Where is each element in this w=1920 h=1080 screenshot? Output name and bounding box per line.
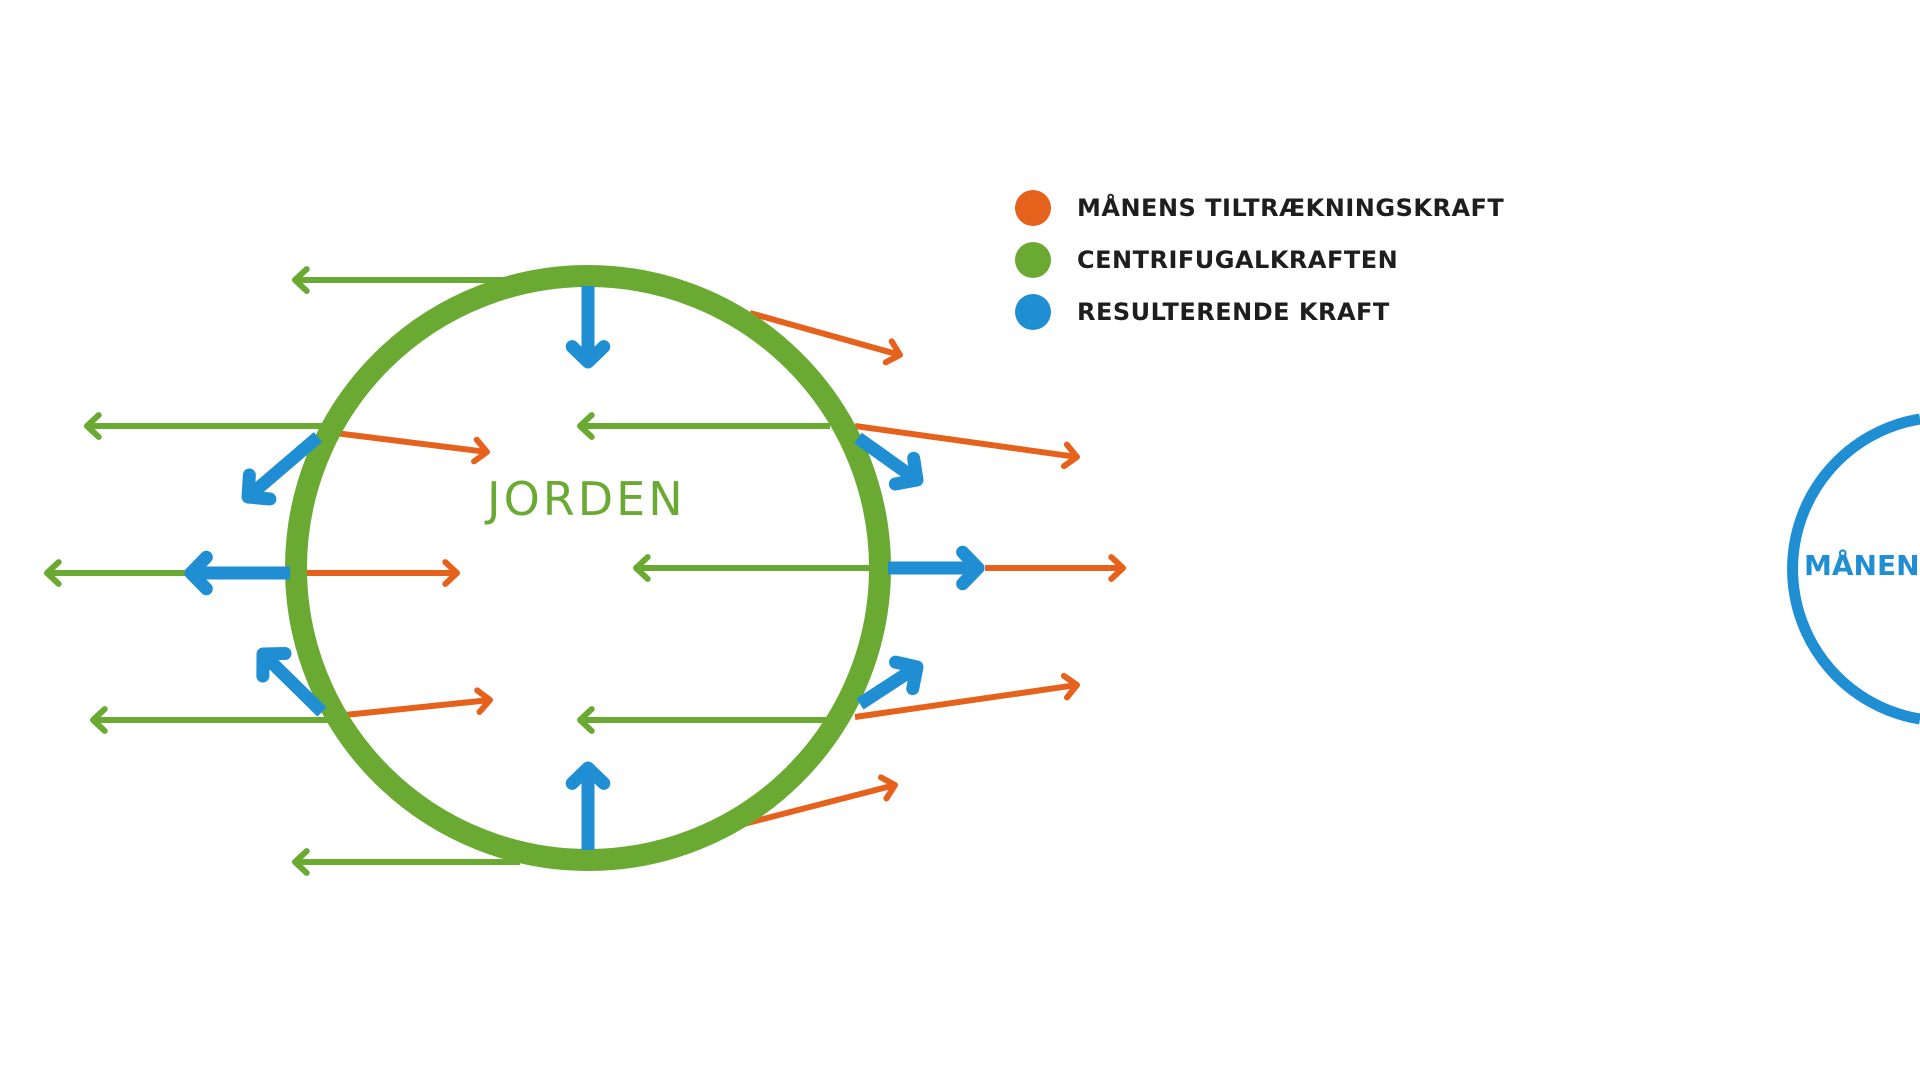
moon-partial-circle xyxy=(1787,413,1920,725)
resultant-force-arrow xyxy=(856,655,924,710)
resultant-force-arrow xyxy=(854,432,924,491)
moon-attraction-arrow xyxy=(854,672,1080,720)
earth-label: JORDEN xyxy=(487,472,686,526)
centrifugal-force-arrow xyxy=(44,559,200,587)
legend-item-moon-pull: MÅNENS TILTRÆKNINGSKRAFT xyxy=(1015,182,1504,234)
legend-dot-orange xyxy=(1015,190,1051,226)
centrifugal-force-arrow xyxy=(633,554,870,582)
legend-dot-blue xyxy=(1015,294,1051,330)
legend-dot-green xyxy=(1015,242,1051,278)
legend-label: MÅNENS TILTRÆKNINGSKRAFT xyxy=(1077,194,1505,222)
resultant-force-arrow xyxy=(241,432,323,506)
moon-attraction-arrow xyxy=(334,687,493,719)
centrifugal-force-arrow xyxy=(90,706,335,734)
resultant-force-arrow xyxy=(565,761,611,850)
moon-attraction-arrow xyxy=(739,774,898,828)
moon-attraction-arrow xyxy=(854,423,1080,470)
centrifugal-force-arrow xyxy=(84,412,330,440)
resultant-force-arrow xyxy=(256,646,327,717)
legend-item-resultant: RESULTERENDE KRAFT xyxy=(1015,286,1504,338)
moon-attraction-arrow xyxy=(749,310,903,366)
resultant-force-arrow xyxy=(888,545,985,591)
moon-label: MÅNEN xyxy=(1804,549,1920,582)
legend-label: CENTRIFUGALKRAFTEN xyxy=(1077,246,1399,274)
centrifugal-force-arrow xyxy=(577,706,830,734)
legend: MÅNENS TILTRÆKNINGSKRAFT CENTRIFUGALKRAF… xyxy=(1015,182,1504,338)
resultant-force-arrow xyxy=(184,550,290,596)
centrifugal-force-arrow xyxy=(292,266,520,294)
moon-attraction-arrow xyxy=(334,430,490,465)
resultant-force-arrows xyxy=(184,286,985,850)
legend-label: RESULTERENDE KRAFT xyxy=(1077,298,1390,326)
earth-circle xyxy=(285,265,891,871)
resultant-force-arrow xyxy=(565,286,611,369)
force-arrows xyxy=(44,266,1126,876)
centrifugal-force-arrow xyxy=(292,848,520,876)
moon-attraction-arrow xyxy=(300,559,460,587)
centrifugal-force-arrow xyxy=(577,412,830,440)
legend-item-centrifugal: CENTRIFUGALKRAFTEN xyxy=(1015,234,1504,286)
moon-attraction-arrow xyxy=(985,554,1126,582)
